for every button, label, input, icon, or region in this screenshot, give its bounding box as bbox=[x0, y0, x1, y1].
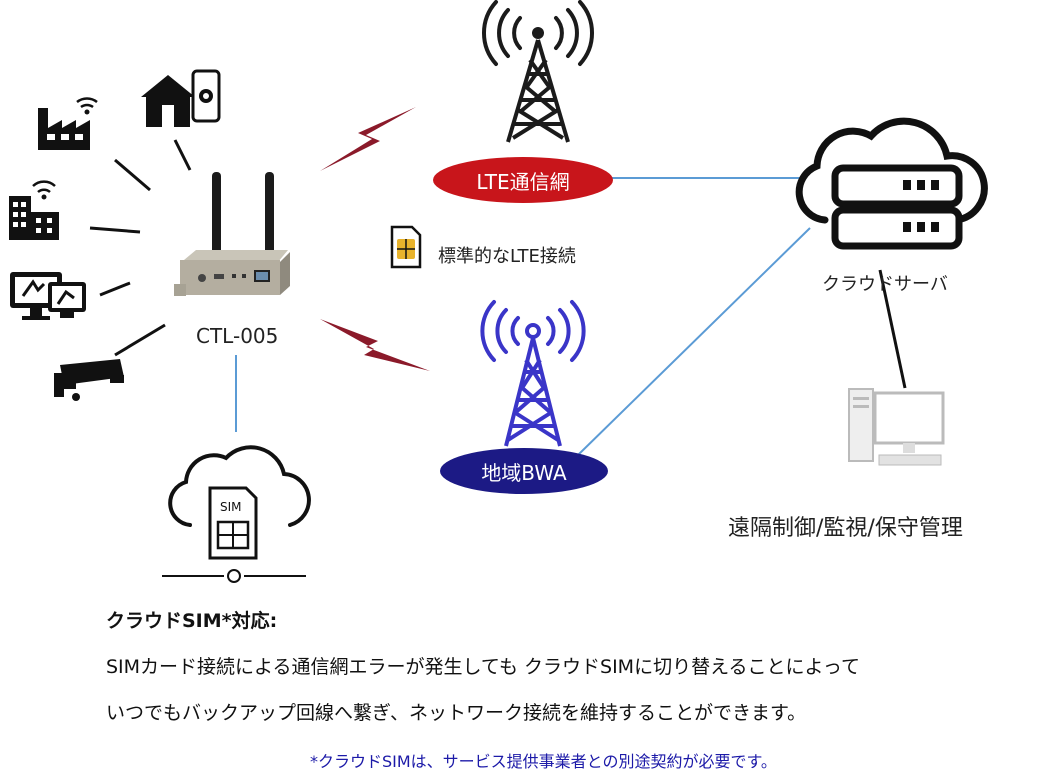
lte-tower-icon bbox=[482, 0, 594, 143]
cloud-server-label: クラウドサーバ bbox=[822, 274, 948, 295]
sim-card-label: 標準的なLTE接続 bbox=[438, 246, 576, 267]
lte-network-label: LTE通信網 bbox=[476, 169, 570, 194]
lte-network-oval: LTE通信網 bbox=[433, 157, 613, 203]
footer-line-1: SIMカード接続による通信網エラーが発生しても クラウドSIMに切り替えることに… bbox=[106, 656, 860, 678]
remote-desktop-icon bbox=[10, 272, 86, 320]
footer-title: クラウドSIM*対応: bbox=[106, 610, 278, 632]
bwa-network-oval: 地域BWA bbox=[440, 448, 608, 494]
router-device bbox=[174, 172, 290, 296]
cloud-server-icon bbox=[795, 117, 988, 250]
footnote: *クラウドSIMは、サービス提供事業者との別途契約が必要です。 bbox=[310, 752, 777, 771]
bwa-network-label: 地域BWA bbox=[481, 460, 567, 485]
security-camera-icon bbox=[54, 359, 124, 401]
cloud-sim-icon bbox=[162, 445, 311, 583]
building-wifi-icon bbox=[9, 180, 59, 240]
factory-wifi-icon bbox=[38, 97, 98, 150]
device-label: CTL-005 bbox=[196, 324, 279, 348]
smart-home-icon bbox=[141, 69, 221, 127]
remote-label: 遠隔制御/監視/保守管理 bbox=[728, 516, 963, 541]
footer-line-2: いつでもバックアップ回線へ繋ぎ、ネットワーク接続を維持することができます。 bbox=[106, 702, 807, 724]
lightning-bolt-top bbox=[320, 107, 416, 171]
cloud-sim-text: SIM bbox=[220, 500, 242, 514]
sim-card-icon bbox=[390, 225, 422, 269]
desktop-pc-icon bbox=[848, 388, 945, 466]
lightning-bolt-bottom bbox=[320, 319, 430, 371]
bwa-tower-icon bbox=[480, 300, 586, 447]
